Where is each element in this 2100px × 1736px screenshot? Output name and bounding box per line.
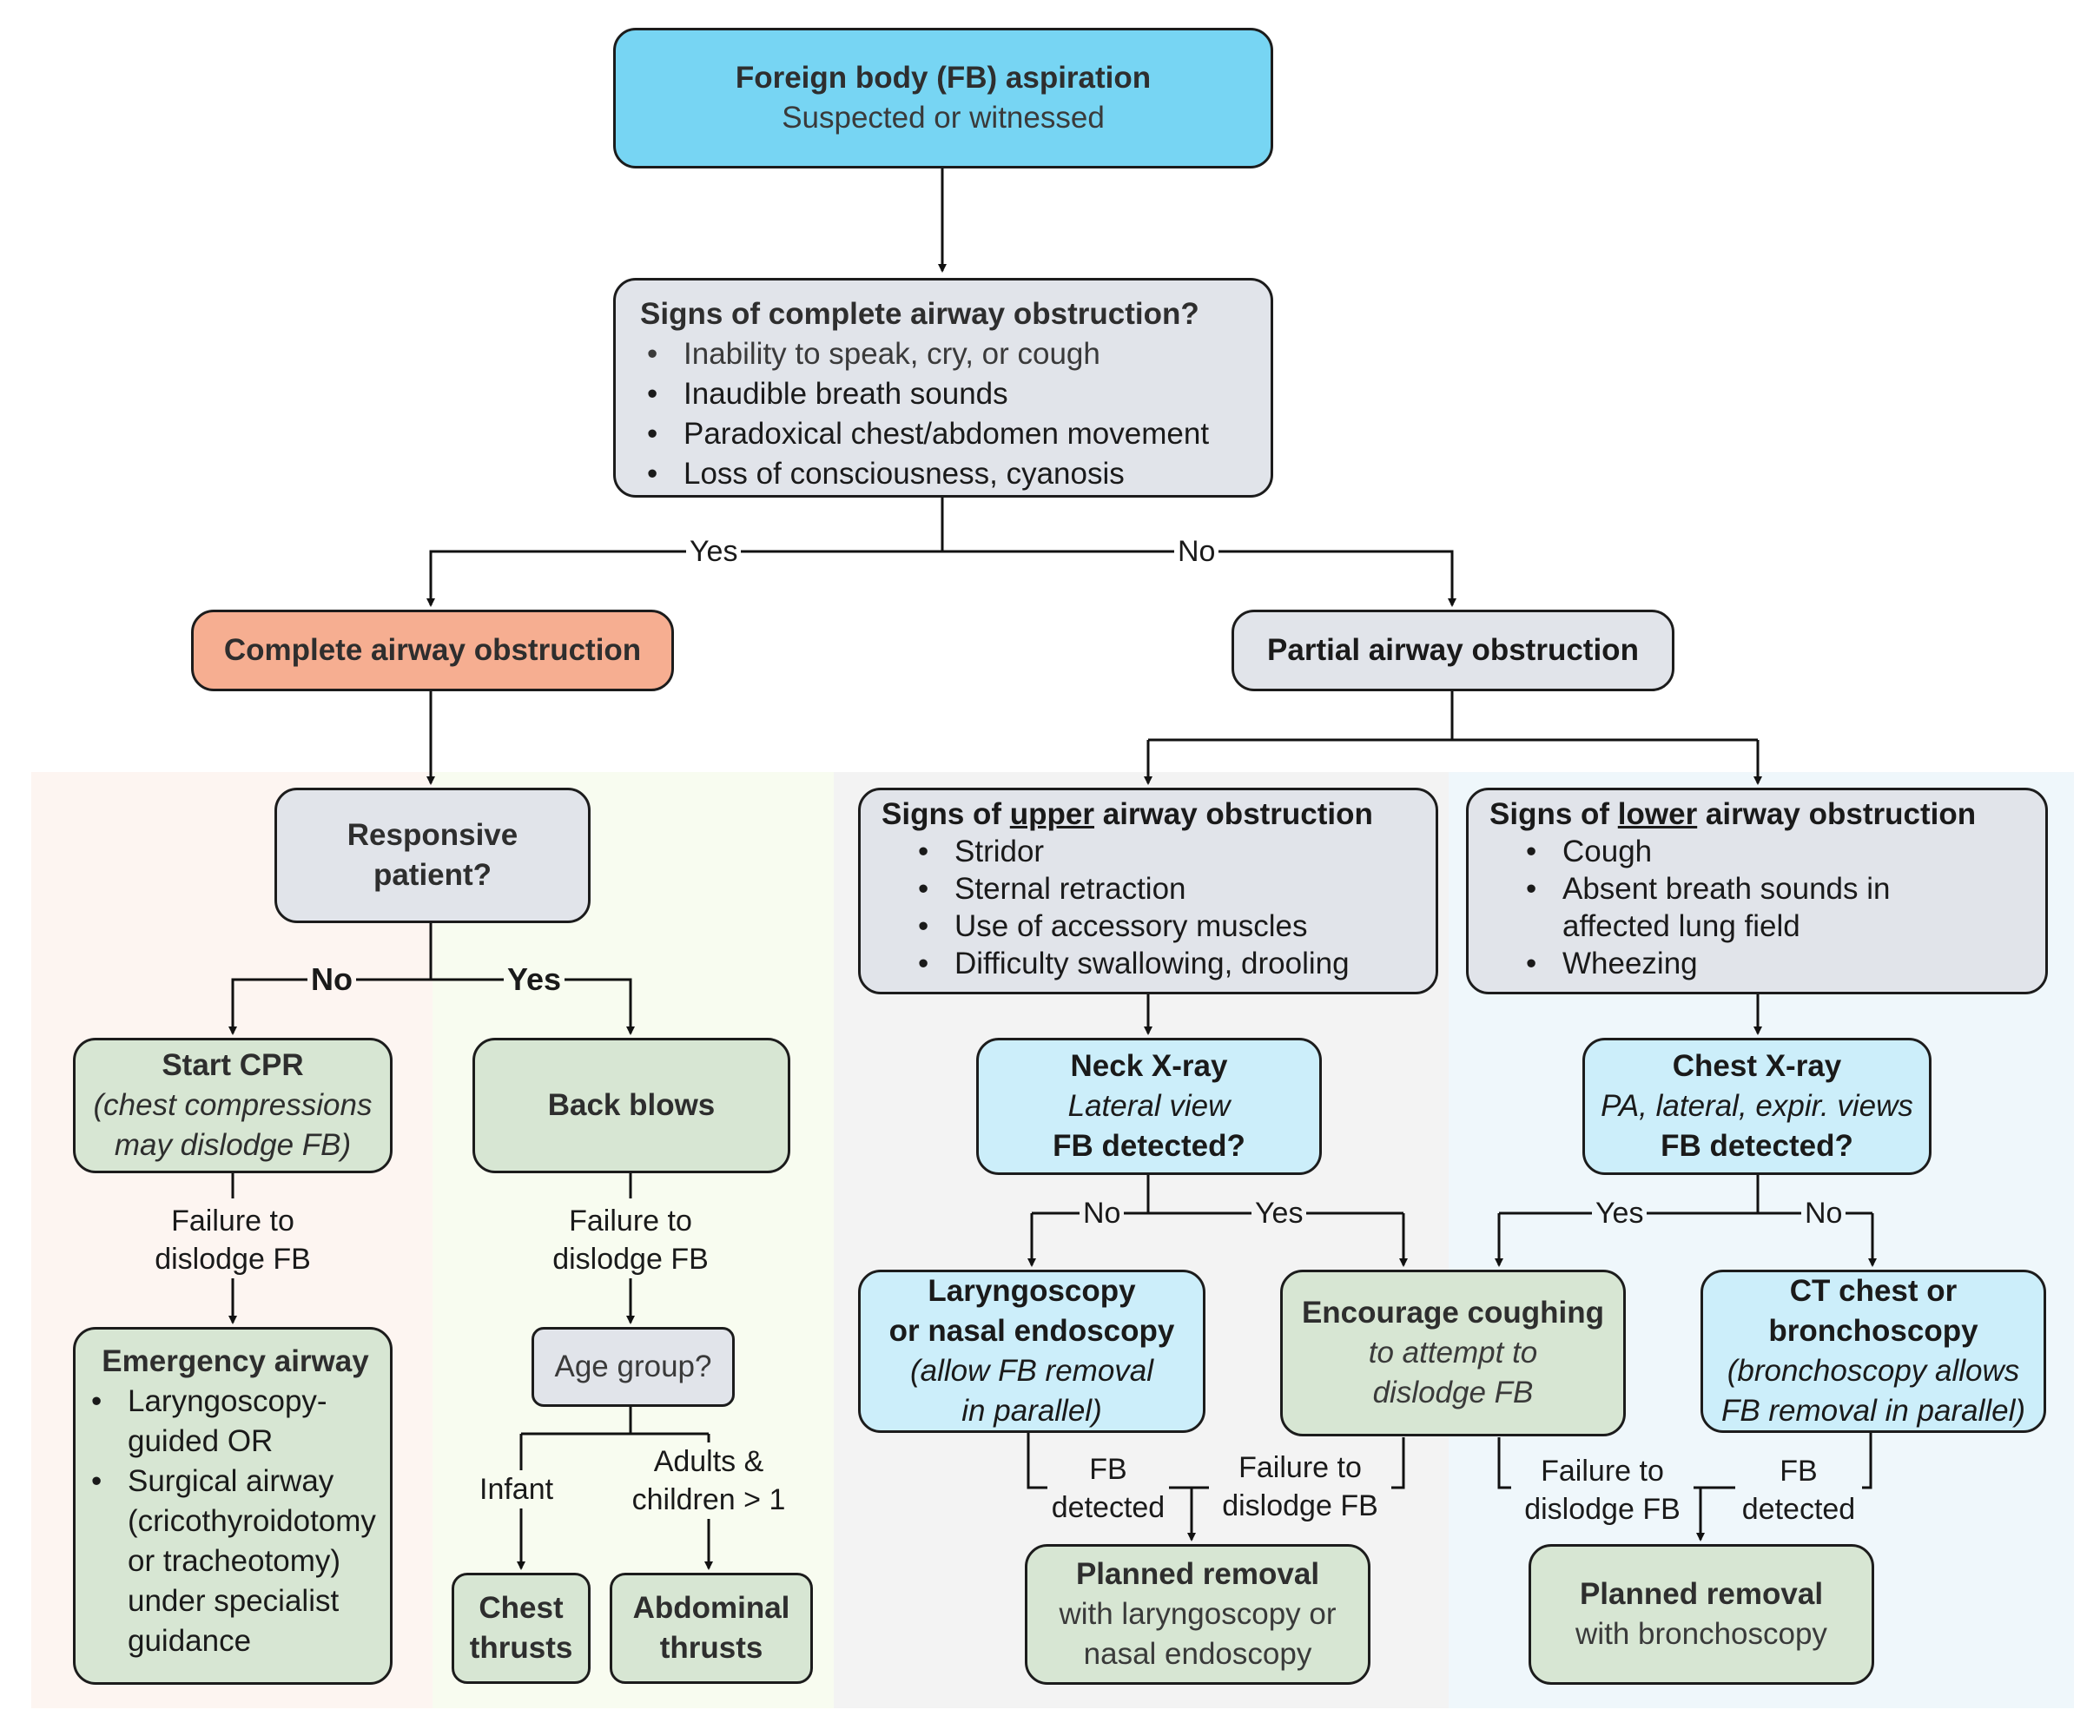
abdominal-thrusts-box: Abdominal thrusts [610, 1573, 813, 1684]
ct-bronchoscopy-box: CT chest or bronchoscopy (bronchoscopy a… [1700, 1270, 2046, 1433]
list-item: Absent breath sounds in affected lung fi… [1526, 870, 1945, 945]
cpr-line2: may dislodge FB) [114, 1128, 352, 1162]
list-item: Use of accessory muscles [918, 908, 1350, 945]
arrow-yes-backblows [431, 978, 635, 1035]
list-item: Laryngoscopy-guided OR [91, 1382, 383, 1462]
ct-line3: (bronchoscopy allows [1727, 1354, 2020, 1388]
neck-xray-box: Neck X-ray Lateral view FB detected? [976, 1038, 1322, 1175]
chest-xray-title: Chest X-ray [1672, 1049, 1842, 1083]
laryngoscopy-line3: (allow FB removal [909, 1354, 1154, 1388]
neck-xray-view: Lateral view [1067, 1089, 1231, 1123]
lower-airway-list: Cough Absent breath sounds in affected l… [1489, 833, 1945, 982]
chest-xray-box: Chest X-ray PA, lateral, expir. views FB… [1582, 1038, 1932, 1175]
responsive-line2: patient? [373, 858, 492, 892]
partial-obstruction-box: Partial airway obstruction [1232, 610, 1674, 691]
label-yes-2: Yes [504, 960, 565, 999]
chest-thrusts-line2: thrusts [469, 1631, 573, 1665]
age-group-box: Age group? [532, 1327, 735, 1407]
list-item: Difficulty swallowing, drooling [918, 945, 1350, 982]
cpr-title: Start CPR [162, 1048, 304, 1082]
label-chest-no: No [1801, 1194, 1846, 1232]
planned-broncho-title: Planned removal [1579, 1577, 1824, 1611]
signs-complete-box: Signs of complete airway obstruction? In… [613, 278, 1273, 498]
responsive-patient-box: Responsive patient? [274, 788, 591, 923]
upper-airway-title: Signs of upper airway obstruction [882, 797, 1373, 831]
abdominal-thrusts-line2: thrusts [659, 1631, 763, 1665]
start-cpr-box: Start CPR (chest compressions may dislod… [73, 1038, 393, 1173]
neck-xray-title: Neck X-ray [1070, 1049, 1228, 1083]
lower-airway-box: Signs of lower airway obstruction Cough … [1466, 788, 2048, 994]
list-item: Cough [1526, 833, 1945, 870]
chest-xray-question: FB detected? [1661, 1129, 1853, 1163]
list-item: Sternal retraction [918, 870, 1350, 908]
signs-complete-list: Inability to speak, cry, or cough Inaudi… [640, 334, 1209, 494]
lower-airway-title: Signs of lower airway obstruction [1489, 797, 1977, 831]
signs-complete-title: Signs of complete airway obstruction? [640, 297, 1199, 331]
emergency-airway-box: Emergency airway Laryngoscopy-guided OR … [73, 1327, 393, 1685]
label-adults: Adults &children > 1 [613, 1442, 804, 1519]
ct-line4: FB removal in parallel) [1720, 1394, 2026, 1428]
back-blows-label: Back blows [547, 1088, 716, 1122]
label-no-2: No [307, 960, 356, 999]
planned-broncho-line1: with bronchoscopy [1575, 1617, 1827, 1651]
ct-line1: CT chest or [1789, 1274, 1958, 1308]
cpr-line1: (chest compressions [93, 1088, 373, 1122]
label-no-1: No [1174, 532, 1219, 571]
list-item: Surgical airway (cricothyroidotomy or tr… [91, 1462, 383, 1661]
label-neck-no: No [1080, 1194, 1125, 1232]
responsive-line1: Responsive [347, 818, 518, 852]
arrow-yes-complete [426, 550, 942, 607]
complete-obstruction-box: Complete airway obstruction [191, 610, 674, 691]
ct-line2: bronchoscopy [1768, 1314, 1978, 1348]
arrow-no-partial [942, 550, 1456, 607]
chest-thrusts-box: Chest thrusts [452, 1573, 591, 1684]
fb-aspiration-subtitle: Suspected or witnessed [782, 101, 1105, 135]
list-item: Inaudible breath sounds [647, 374, 1209, 414]
planned-laryngo-line1: with laryngoscopy or [1059, 1597, 1337, 1631]
abdominal-thrusts-line1: Abdominal [632, 1591, 790, 1625]
complete-obstruction-label: Complete airway obstruction [223, 633, 642, 667]
laryngoscopy-box: Laryngoscopy or nasal endoscopy (allow F… [858, 1270, 1205, 1433]
age-group-label: Age group? [554, 1350, 712, 1383]
emergency-title: Emergency airway [102, 1344, 369, 1378]
chest-xray-view: PA, lateral, expir. views [1601, 1089, 1913, 1123]
label-yes-1: Yes [686, 532, 742, 571]
list-item: Wheezing [1526, 945, 1945, 982]
coughing-title: Encourage coughing [1301, 1296, 1605, 1330]
laryngoscopy-line1: Laryngoscopy [928, 1274, 1136, 1308]
laryngoscopy-line2: or nasal endoscopy [888, 1314, 1175, 1348]
list-item: Loss of consciousness, cyanosis [647, 454, 1209, 494]
partial-obstruction-label: Partial airway obstruction [1267, 633, 1639, 667]
fb-aspiration-title: Foreign body (FB) aspiration [735, 61, 1152, 95]
emergency-list: Laryngoscopy-guided OR Surgical airway (… [88, 1382, 383, 1661]
list-item: Inability to speak, cry, or cough [647, 334, 1209, 374]
laryngoscopy-line4: in parallel) [961, 1394, 1102, 1428]
planned-laryngo-line2: nasal endoscopy [1083, 1637, 1312, 1671]
planned-removal-laryngo-box: Planned removal with laryngoscopy or nas… [1025, 1544, 1370, 1685]
list-item: Paradoxical chest/abdomen movement [647, 414, 1209, 454]
planned-laryngo-title: Planned removal [1075, 1557, 1320, 1591]
neck-xray-question: FB detected? [1053, 1129, 1245, 1163]
fb-aspiration-box: Foreign body (FB) aspiration Suspected o… [613, 28, 1273, 168]
upper-airway-list: Stridor Sternal retraction Use of access… [882, 833, 1350, 982]
encourage-coughing-box: Encourage coughing to attempt to dislodg… [1280, 1270, 1626, 1436]
chest-thrusts-line1: Chest [479, 1591, 564, 1625]
planned-removal-broncho-box: Planned removal with bronchoscopy [1529, 1544, 1874, 1685]
upper-airway-box: Signs of upper airway obstruction Strido… [858, 788, 1438, 994]
arrow-no-cpr [228, 978, 431, 1035]
label-infant: Infant [479, 1470, 554, 1508]
label-chest-yes: Yes [1592, 1194, 1648, 1232]
coughing-line2: dislodge FB [1372, 1376, 1534, 1409]
list-item: Stridor [918, 833, 1350, 870]
coughing-line1: to attempt to [1368, 1336, 1538, 1370]
back-blows-box: Back blows [472, 1038, 790, 1173]
label-neck-yes: Yes [1251, 1194, 1307, 1232]
